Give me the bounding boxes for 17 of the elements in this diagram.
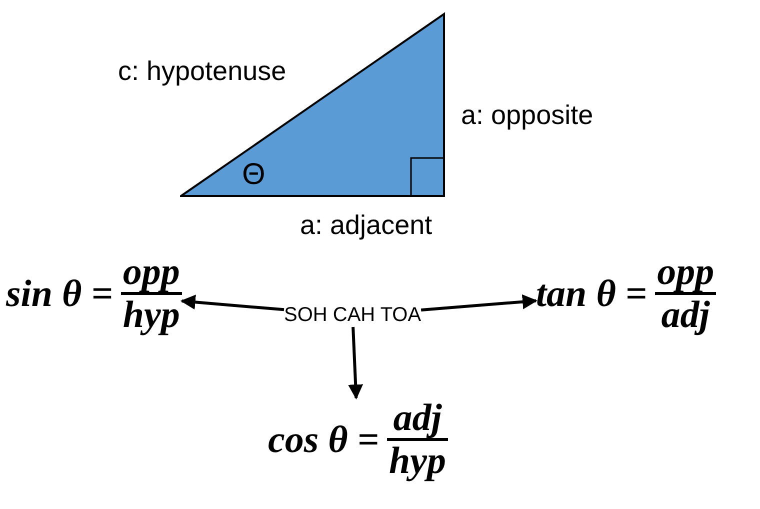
denominator: adj [660, 295, 711, 335]
numerator: opp [656, 252, 716, 292]
arrow [180, 294, 284, 312]
side-label: c: hypotenuse [118, 56, 286, 87]
side-label: a: opposite [461, 100, 594, 131]
formula-text: cos θ = [268, 418, 380, 462]
angle-symbol: Θ [242, 158, 266, 192]
formula-text: sin θ = [6, 272, 113, 316]
mnemonic-text: SOH CAH TOA [284, 304, 422, 326]
numerator: adj [392, 398, 443, 438]
denominator: hyp [388, 441, 448, 481]
numerator: opp [122, 252, 181, 292]
formula-text: tan θ = [536, 272, 648, 316]
denominator: hyp [122, 295, 181, 335]
arrow [348, 326, 364, 400]
side-label: a: adjacent [300, 210, 432, 241]
arrow [420, 294, 538, 312]
